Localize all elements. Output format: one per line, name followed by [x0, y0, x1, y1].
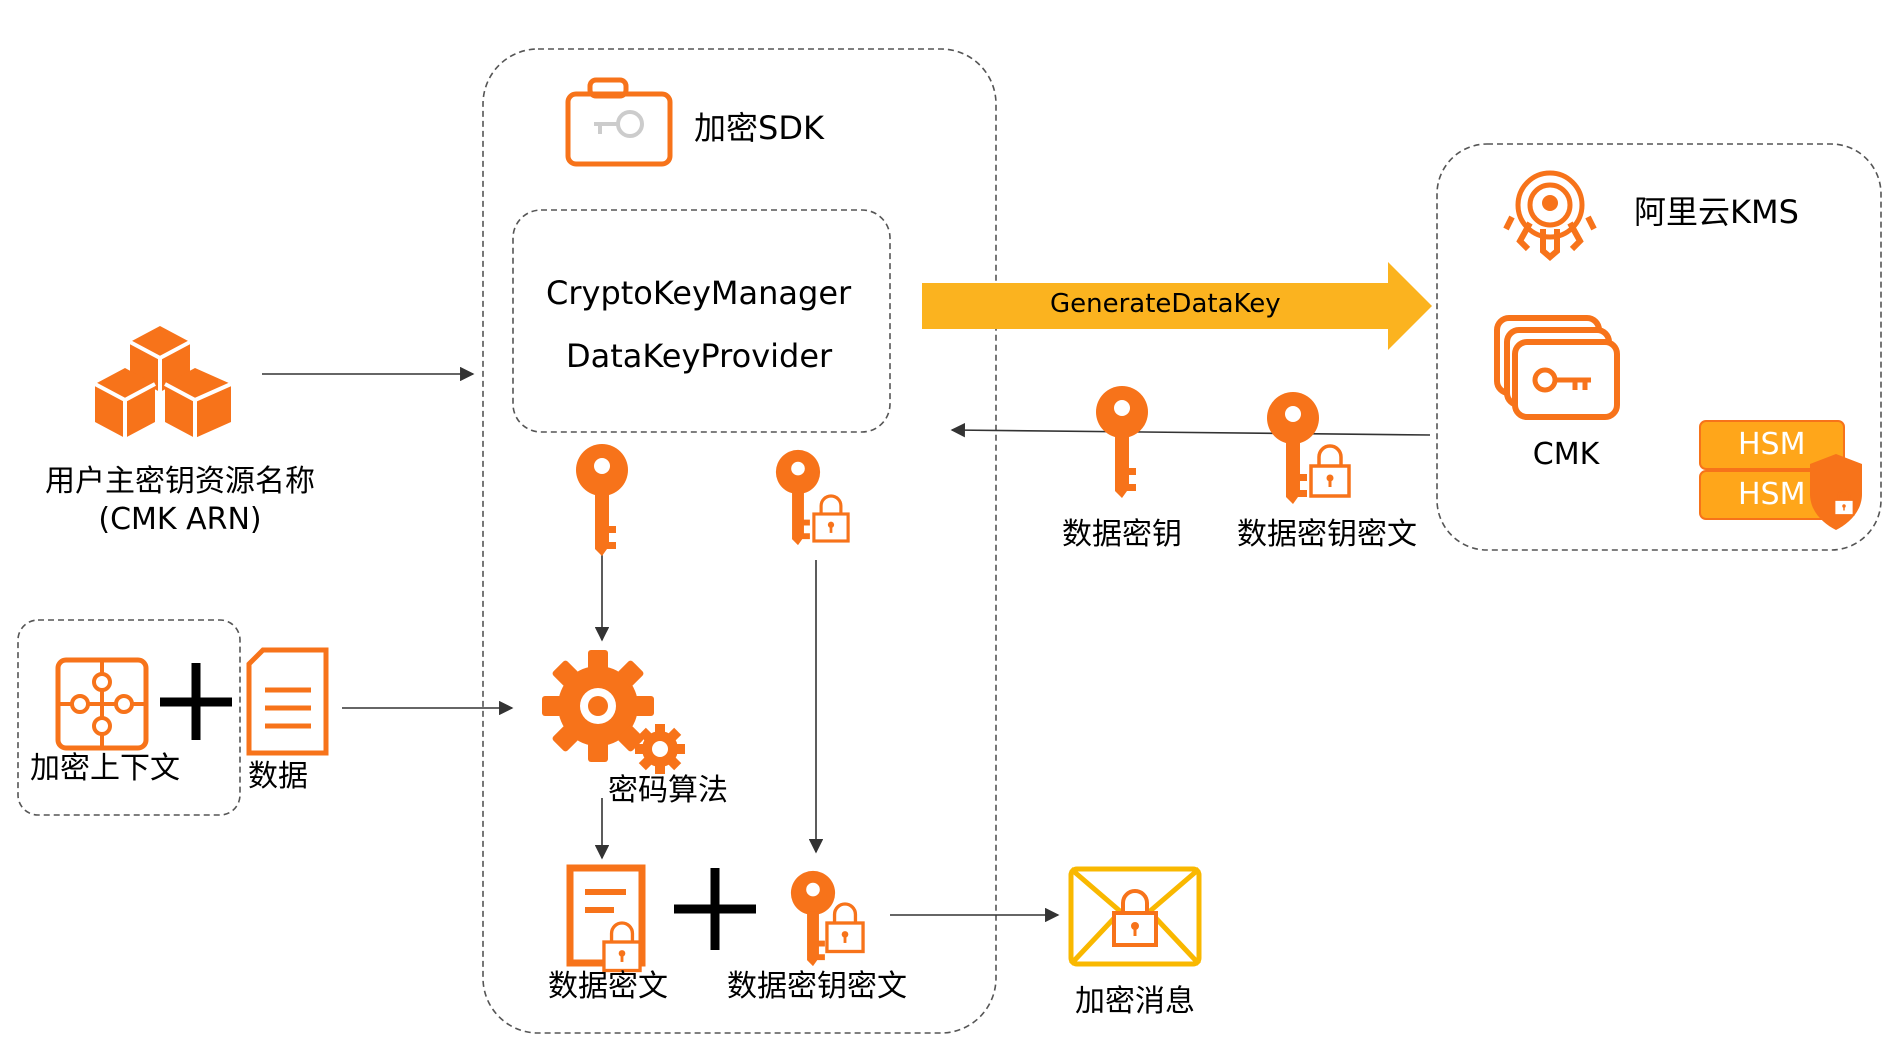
- shield-lock-icon: [1810, 454, 1862, 530]
- generate-data-key-arrow: [922, 262, 1432, 350]
- sdk-component-crypto-key-manager: CryptoKeyManager: [546, 274, 852, 312]
- kms-key-icon: [1503, 170, 1597, 261]
- hsm-label-2: HSM: [1738, 477, 1806, 512]
- sdk-container: [482, 48, 997, 1034]
- output-ciphertext-label: 数据密文: [548, 969, 668, 1004]
- plus-icon: [674, 868, 756, 950]
- sdk-components-box: [512, 209, 891, 433]
- user-key-label-line2: (CMK ARN): [98, 502, 262, 537]
- algorithm-label: 密码算法: [608, 773, 728, 808]
- key-icon: [1096, 386, 1148, 498]
- user-key-label-line1: 用户主密钥资源名称: [45, 464, 315, 499]
- kms-title: 阿里云KMS: [1634, 193, 1799, 231]
- returned-encrypted-key-label: 数据密钥密文: [1237, 517, 1417, 552]
- briefcase-key-icon: [565, 77, 673, 167]
- plus-icon: [160, 663, 232, 740]
- locked-key-icon: [790, 870, 865, 967]
- hsm-label-1: HSM: [1738, 427, 1806, 462]
- returned-plain-key-label: 数据密钥: [1062, 517, 1182, 552]
- document-icon: [246, 647, 329, 756]
- arrow-kms-return: [950, 422, 1431, 438]
- output-encrypted-key-label: 数据密钥密文: [727, 969, 907, 1004]
- output-message-label: 加密消息: [1075, 984, 1195, 1019]
- cmk-cards-icon: [1494, 315, 1620, 420]
- locked-key-icon: [775, 449, 850, 546]
- blocks-icon: [94, 326, 232, 438]
- envelope-lock-icon: [1068, 866, 1202, 967]
- kms-container: [1436, 143, 1882, 551]
- key-icon: [576, 444, 628, 556]
- context-data-box: [17, 619, 241, 816]
- hsm-box-1: [1699, 420, 1845, 470]
- request-label: GenerateDataKey: [1050, 289, 1281, 319]
- data-label: 数据: [248, 759, 308, 794]
- sdk-component-data-key-provider: DataKeyProvider: [566, 337, 833, 375]
- puzzle-icon: [55, 657, 149, 751]
- locked-document-icon: [566, 864, 646, 973]
- gears-icon: [542, 650, 685, 774]
- cmk-label: CMK: [1532, 437, 1600, 472]
- context-label: 加密上下文: [30, 751, 180, 786]
- locked-key-icon: [1267, 392, 1351, 504]
- sdk-title: 加密SDK: [694, 109, 824, 147]
